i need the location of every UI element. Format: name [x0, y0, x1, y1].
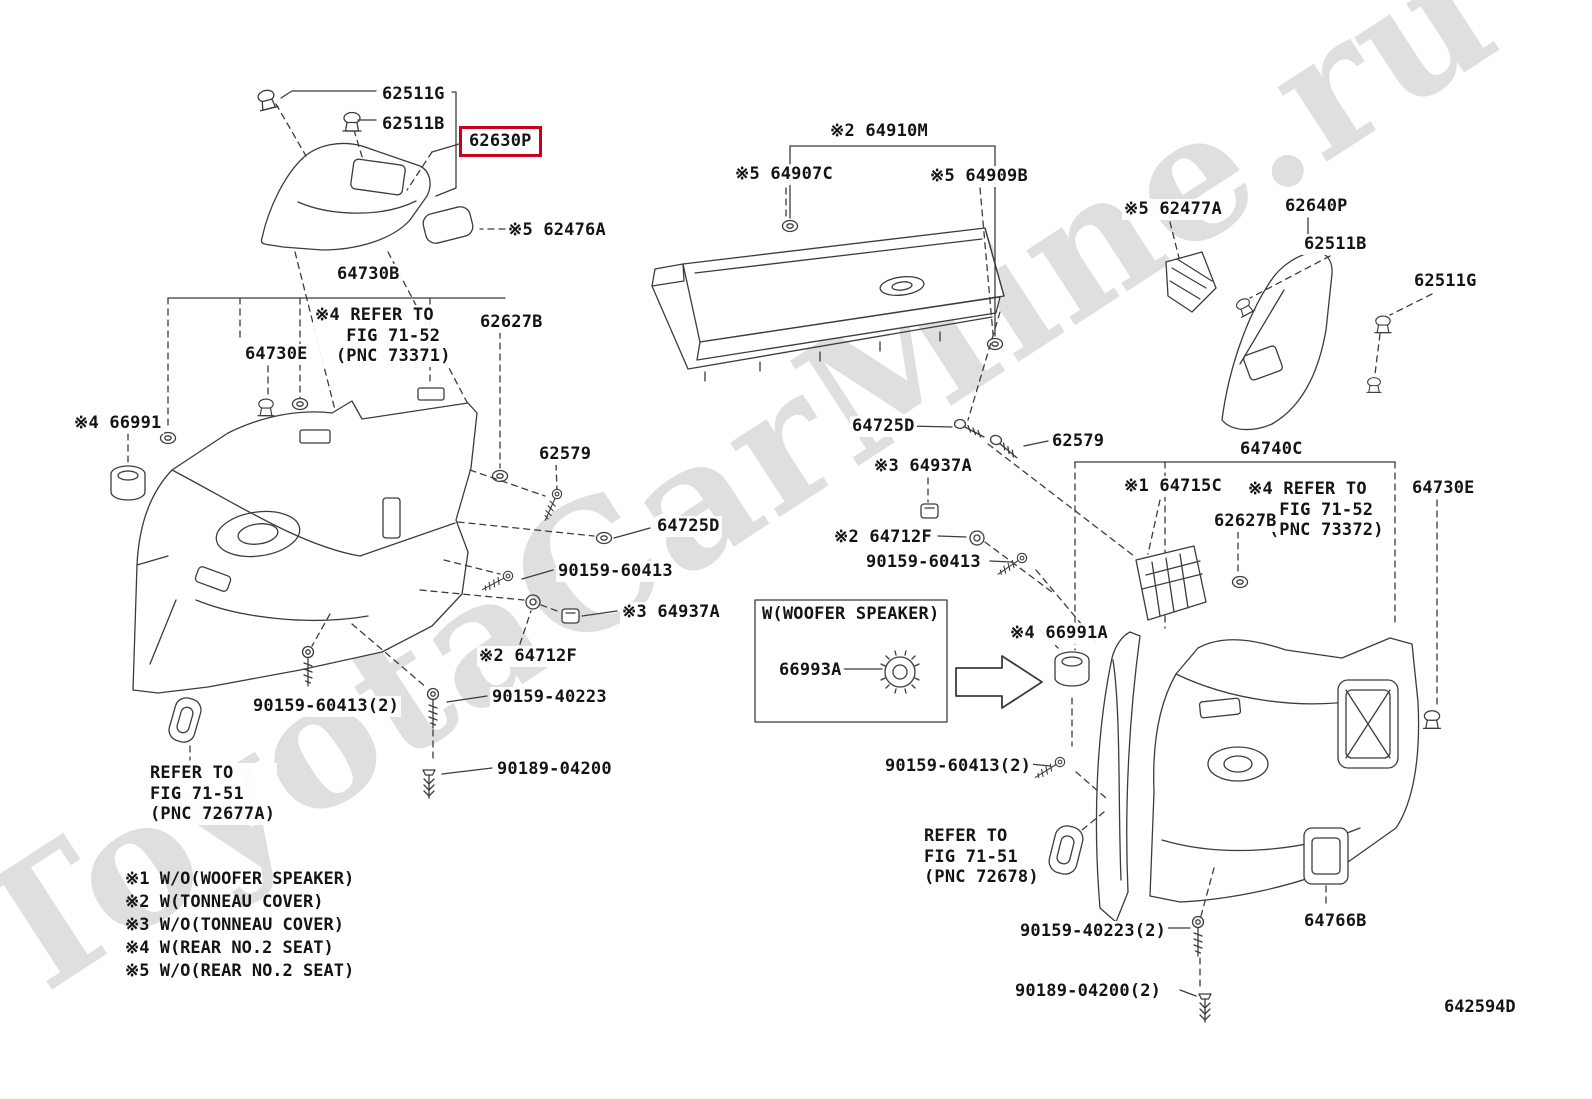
part-label-62511g-right[interactable]: 62511G	[1412, 271, 1479, 292]
legend: ※1 W/O(WOOFER SPEAKER) ※2 W(TONNEAU COVER…	[125, 868, 354, 983]
part-label-64907c[interactable]: ※5 64907C	[733, 164, 835, 185]
part-label-64909b[interactable]: ※5 64909B	[928, 166, 1030, 187]
part-label-64725d-right[interactable]: 64725D	[850, 416, 917, 437]
legend-item: ※3 W/O(TONNEAU COVER)	[125, 915, 344, 935]
part-label-90159-60413[interactable]: 90159-60413	[556, 561, 675, 582]
part-label-66991[interactable]: ※4 66991	[72, 413, 164, 434]
part-label-62476a[interactable]: ※5 62476A	[506, 220, 608, 241]
legend-item: ※4 W(REAR NO.2 SEAT)	[125, 938, 334, 958]
part-label-62511b[interactable]: 62511B	[380, 114, 447, 135]
part-label-62579-right[interactable]: 62579	[1050, 431, 1107, 452]
part-label-62511g[interactable]: 62511G	[380, 84, 447, 105]
legend-item: ※2 W(TONNEAU COVER)	[125, 892, 324, 912]
part-label-62640p[interactable]: 62640P	[1283, 196, 1350, 217]
part-label-64766b[interactable]: 64766B	[1302, 911, 1369, 932]
part-label-90159-60413-2-right[interactable]: 90159-60413(2)	[883, 756, 1034, 777]
legend-item: ※1 W/O(WOOFER SPEAKER)	[125, 869, 355, 889]
note-refer-fig-71-52-pnc-73371: ※4 REFER TO FIG 71-52 (PNC 73371)	[313, 305, 453, 368]
legend-item: ※5 W/O(REAR NO.2 SEAT)	[125, 961, 355, 981]
part-label-62627b-right[interactable]: 62627B	[1212, 511, 1279, 532]
part-label-64937a[interactable]: ※3 64937A	[620, 602, 722, 623]
part-label-62477a[interactable]: ※5 62477A	[1122, 199, 1224, 220]
part-label-64740c[interactable]: 64740C	[1238, 439, 1305, 460]
part-label-64937a-right[interactable]: ※3 64937A	[872, 456, 974, 477]
part-label-64712f[interactable]: ※2 64712F	[477, 646, 579, 667]
part-label-62627b[interactable]: 62627B	[478, 312, 545, 333]
part-label-64730e-right[interactable]: 64730E	[1410, 478, 1477, 499]
note-refer-fig-71-51-pnc-72677a: REFER TO FIG 71-51 (PNC 72677A)	[148, 763, 278, 826]
part-label-62579[interactable]: 62579	[537, 444, 594, 465]
part-label-66993a[interactable]: 66993A	[777, 660, 844, 681]
note-woofer-speaker-box-title: W(WOOFER SPEAKER)	[760, 604, 942, 625]
part-label-90159-40223-2[interactable]: 90159-40223(2)	[1018, 921, 1169, 942]
part-label-62511b-right[interactable]: 62511B	[1302, 234, 1369, 255]
note-refer-fig-71-51-pnc-72678: REFER TO FIG 71-51 (PNC 72678)	[922, 826, 1041, 889]
part-label-90189-04200[interactable]: 90189-04200	[495, 759, 614, 780]
part-label-66991a[interactable]: ※4 66991A	[1008, 623, 1110, 644]
part-label-62630p[interactable]: 62630P	[459, 126, 542, 157]
part-label-90159-40223[interactable]: 90159-40223	[490, 687, 609, 708]
part-label-64715c[interactable]: ※1 64715C	[1122, 476, 1224, 497]
part-label-64910m[interactable]: ※2 64910M	[828, 121, 930, 142]
part-label-90189-04200-2[interactable]: 90189-04200(2)	[1013, 981, 1164, 1002]
part-label-64730e[interactable]: 64730E	[243, 344, 310, 365]
part-label-64730b[interactable]: 64730B	[335, 264, 402, 285]
part-label-90159-60413-2[interactable]: 90159-60413(2)	[251, 696, 402, 717]
part-label-90159-60413-right[interactable]: 90159-60413	[864, 552, 983, 573]
part-label-64725d[interactable]: 64725D	[655, 516, 722, 537]
diagram-number: 642594D	[1444, 997, 1516, 1017]
part-label-64712f-right[interactable]: ※2 64712F	[832, 527, 934, 548]
